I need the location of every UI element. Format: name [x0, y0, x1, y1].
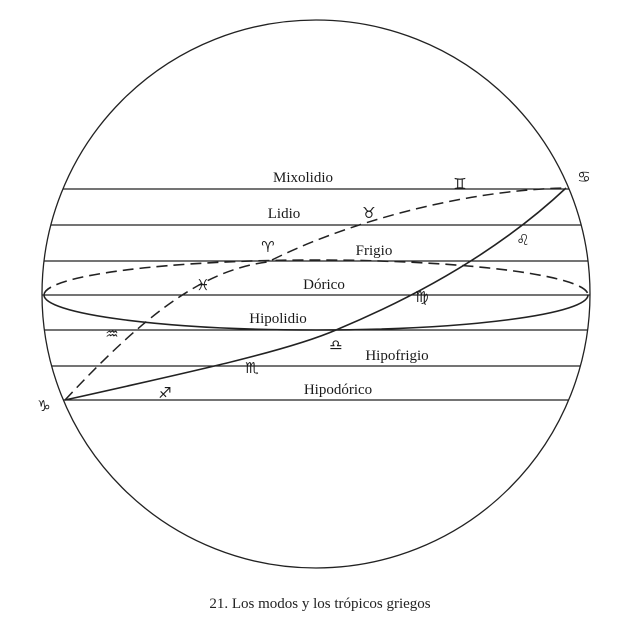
ecliptic-dashed [64, 187, 567, 401]
sagittarius-icon: ♐ [158, 384, 171, 402]
mode-label-mixolidio: Mixolidio [273, 170, 333, 186]
mode-label-hipolidio: Hipolidio [249, 311, 307, 327]
leo-icon: ♌ [516, 231, 529, 249]
cancer-icon: ♋ [577, 168, 590, 186]
scorpio-icon: ♏ [245, 359, 259, 377]
ecliptic-solid [64, 187, 567, 401]
mode-label-frigio: Frigio [356, 243, 393, 259]
celestial-circle [41, 19, 591, 569]
taurus-icon: ♉ [362, 204, 375, 222]
aries-icon: ♈ [261, 238, 274, 256]
mode-label-hipodorico: Hipodórico [304, 382, 372, 398]
mode-label-hipofrigio: Hipofrigio [365, 348, 428, 364]
ellipse-upper-dashed [43, 259, 589, 296]
virgo-icon: ♍ [415, 288, 428, 306]
ellipse-lower-solid [43, 294, 589, 331]
gemini-icon: ♊ [453, 175, 466, 193]
aquarius-icon: ♒ [105, 325, 118, 343]
mode-label-lidio: Lidio [268, 206, 301, 222]
pisces-icon: ♓ [196, 276, 209, 294]
libra-icon: ♎ [329, 336, 342, 354]
capricorn-icon: ♑ [37, 397, 50, 415]
figure-caption: 21. Los modos y los trópicos griegos [209, 596, 431, 612]
mode-label-dorico: Dórico [303, 277, 345, 293]
